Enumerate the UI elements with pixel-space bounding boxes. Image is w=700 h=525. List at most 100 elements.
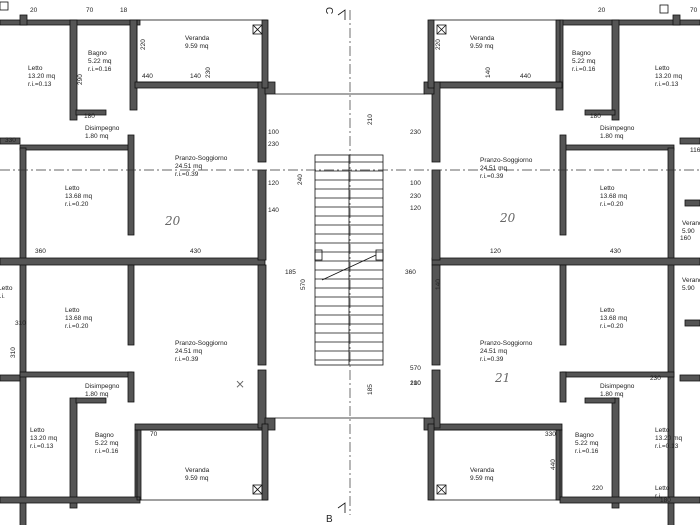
- dimension-label: 140: [268, 207, 279, 214]
- room-label-letto-ml1-line-0: Letto: [65, 185, 80, 192]
- room-label-letto-tr-line-1: 13.20 mq: [655, 73, 682, 80]
- dimension-label: 570: [410, 365, 421, 372]
- dimension-label: 330: [5, 137, 16, 144]
- walls: [0, 14, 700, 525]
- dimension-label: 1160: [690, 147, 700, 154]
- room-label-pranzo-br-line-1: 24.51 mq: [480, 348, 507, 355]
- dimension-label: 140: [485, 67, 492, 78]
- room-label-letto-ml1-line-1: 13.68 mq: [65, 193, 92, 200]
- dimension-label: 360: [35, 248, 46, 255]
- room-label-letto-mr1-line-2: r.i.=0.20: [600, 201, 624, 208]
- room-label-pranzo-br-line-2: r.i.=0.39: [480, 356, 504, 363]
- handwritten-notes: 20 20 21 ×: [164, 211, 516, 391]
- dimension-label: 310: [10, 347, 17, 358]
- room-label-letto-br-line-2: r.i.=0.13: [655, 443, 679, 450]
- room-label-pranzo-br-line-0: Pranzo-Soggiorno: [480, 340, 533, 347]
- section-lines: [0, 9, 700, 515]
- room-label-letto-mr1-line-0: Letto: [600, 185, 615, 192]
- handwritten-20-right: 20: [499, 211, 516, 225]
- room-label-bagno-tr-line-1: 5.22 mq: [572, 58, 596, 65]
- room-label-pranzo-tr-line-1: 24.51 mq: [480, 165, 507, 172]
- room-label-bagno-tr-line-0: Bagno: [572, 50, 591, 57]
- room-label-pranzo-tl-line-2: r.i.=0.39: [175, 171, 199, 178]
- dimension-label: 160: [680, 235, 691, 242]
- dimension-label: 185: [285, 269, 296, 276]
- room-label-letto-mr1-line-1: 13.68 mq: [600, 193, 627, 200]
- dimension-label: 18: [120, 7, 128, 14]
- room-label-bagno-br-line-2: r.i.=0.16: [575, 448, 599, 455]
- dimension-label: 440: [520, 73, 531, 80]
- dimension-label: 440: [550, 459, 557, 470]
- room-label-disimpegno-bl-line-1: 1.80 mq: [85, 391, 109, 398]
- dimension-label: 290: [77, 74, 84, 85]
- section-mark-c-top: C: [323, 7, 334, 14]
- dimension-label: 100: [268, 129, 279, 136]
- room-label-letto-mr2-line-2: r.i.=0.20: [600, 323, 624, 330]
- dimension-label: 430: [610, 248, 621, 255]
- room-label-veranda-br-line-0: Veranda: [470, 467, 495, 474]
- room-label-letto-tl-line-1: 13.20 mq: [28, 73, 55, 80]
- room-label-pranzo-bl-line-0: Pranzo-Soggiorno: [175, 340, 228, 347]
- dimension-label: 185: [367, 384, 374, 395]
- room-label-letto-bl-line-1: 13.20 mq: [30, 435, 57, 442]
- room-label-disimpegno-bl-line-0: Disimpegno: [85, 383, 120, 390]
- dimension-label: 210: [410, 380, 421, 387]
- dimension-label: 360: [405, 269, 416, 276]
- room-label-disimpegno-tl-line-1: 1.80 mq: [85, 133, 109, 140]
- room-label-bagno-br-line-1: 5.22 mq: [575, 440, 599, 447]
- room-label-letto-ml2-line-2: r.i.=0.20: [65, 323, 89, 330]
- dimension-label: 20: [598, 7, 606, 14]
- dimension-label: 220: [140, 39, 147, 50]
- dimension-label: 140: [435, 279, 442, 290]
- dimension-label: 440: [142, 73, 153, 80]
- room-label-letto-br-line-1: 13.20 mq: [655, 435, 682, 442]
- dimension-label: 180: [660, 497, 671, 504]
- room-label-veranda-tr-line-1: 9.59 mq: [470, 43, 494, 50]
- section-mark-b-bottom: B: [326, 514, 333, 525]
- room-label-veranda-bl-line-0: Veranda: [185, 467, 210, 474]
- room-label-letto-edge-l-line-1: r.i.: [0, 293, 5, 300]
- room-label-letto-tr-line-2: r.i.=0.13: [655, 81, 679, 88]
- dimension-label: 100: [410, 380, 421, 387]
- room-label-bagno-tl-line-0: Bagno: [88, 50, 107, 57]
- stairwell: [275, 93, 425, 419]
- stair-treads: [315, 161, 383, 361]
- room-label-bagno-tl-line-2: r.i.=0.16: [88, 66, 112, 73]
- dimension-label: 430: [190, 248, 201, 255]
- dimension-label: 210: [367, 114, 374, 125]
- room-label-pranzo-bl-line-2: r.i.=0.39: [175, 356, 199, 363]
- room-label-veranda-tl-line-1: 9.59 mq: [185, 43, 209, 50]
- dimension-label: 70: [150, 431, 158, 438]
- room-label-disimpegno-tl-line-0: Disimpegno: [85, 125, 120, 132]
- room-label-disimpegno-tr-line-1: 1.80 mq: [600, 133, 624, 140]
- section-marks: B B C: [323, 7, 334, 525]
- room-label-bagno-tl-line-1: 5.22 mq: [88, 58, 112, 65]
- dimension-label: 240: [297, 174, 304, 185]
- room-label-bagno-tr-line-2: r.i.=0.16: [572, 66, 596, 73]
- dimension-label: 310: [15, 320, 26, 327]
- room-label-disimpegno-tr-line-0: Disimpegno: [600, 125, 635, 132]
- room-label-bagno-bl-line-1: 5.22 mq: [95, 440, 119, 447]
- room-label-verand-r2-line-1: 5.90: [682, 285, 695, 292]
- room-label-letto-mr2-line-1: 13.68 mq: [600, 315, 627, 322]
- room-label-pranzo-tl-line-0: Pranzo-Soggiorno: [175, 155, 228, 162]
- dimension-label: 230: [650, 375, 661, 382]
- room-label-letto-edge-r-line-0: Letto: [655, 485, 670, 492]
- room-label-verand-r2-line-0: Verand: [682, 277, 700, 284]
- room-label-letto-tl-line-2: r.i.=0.13: [28, 81, 52, 88]
- dimension-labels: 20 70 18 220 440 140 230 290 180 330 100 230 360 120 1…: [5, 7, 700, 504]
- room-label-letto-tr-line-0: Letto: [655, 65, 670, 72]
- room-label-bagno-bl-line-2: r.i.=0.16: [95, 448, 119, 455]
- dimension-label: 120: [490, 248, 501, 255]
- room-label-pranzo-bl-line-1: 24.51 mq: [175, 348, 202, 355]
- room-label-letto-mr2-line-0: Letto: [600, 307, 615, 314]
- room-label-bagno-br-line-0: Bagno: [575, 432, 594, 439]
- dimension-label: 140: [190, 73, 201, 80]
- dimension-label: 230: [205, 67, 212, 78]
- dimension-label: 330: [545, 431, 556, 438]
- room-label-letto-ml2-line-0: Letto: [65, 307, 80, 314]
- room-label-letto-edge-r-line-1: r.i.: [655, 493, 662, 500]
- dimension-label: 570: [300, 279, 307, 290]
- room-label-letto-tl-line-0: Letto: [28, 65, 43, 72]
- room-label-letto-edge-l-line-0: Letto: [0, 285, 13, 292]
